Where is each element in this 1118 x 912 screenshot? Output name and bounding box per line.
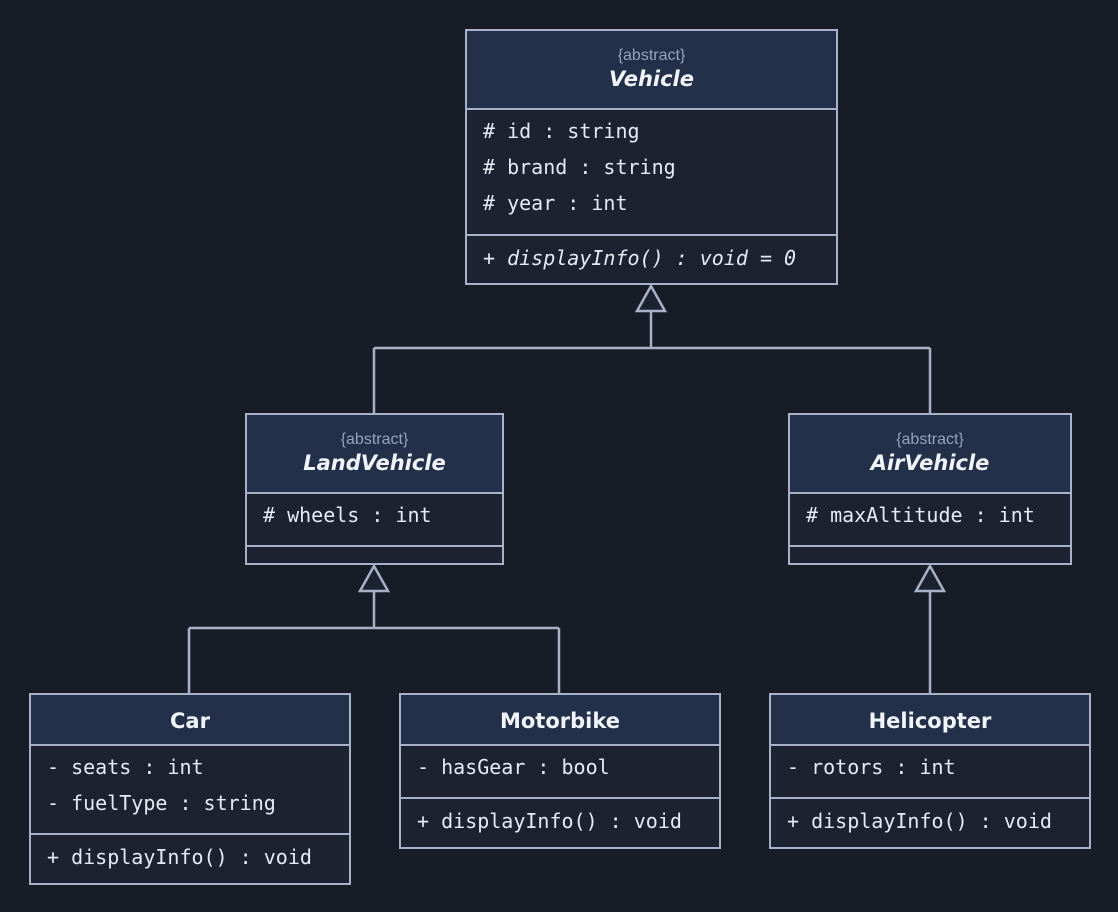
operation-compartment: + displayInfo() : void	[31, 835, 349, 875]
class-airvehicle[interactable]: {abstract} AirVehicle # maxAltitude : in…	[788, 413, 1072, 565]
class-header: Helicopter	[771, 695, 1089, 746]
operation-item: + displayInfo() : void	[787, 809, 1052, 833]
attribute-item: # year : int	[483, 191, 628, 215]
class-name: Motorbike	[499, 709, 621, 733]
attribute-item: # brand : string	[483, 155, 676, 179]
class-header: {abstract} LandVehicle	[247, 415, 502, 494]
class-vehicle[interactable]: {abstract} Vehicle # id : string # brand…	[465, 29, 838, 285]
class-car[interactable]: Car - seats : int - fuelType : string + …	[29, 693, 351, 885]
class-header: Car	[31, 695, 349, 746]
operation-compartment: + displayInfo() : void	[401, 799, 719, 839]
attribute-compartment: # wheels : int	[247, 494, 502, 547]
operation-item: + displayInfo() : void	[47, 845, 312, 869]
attribute-item: - rotors : int	[787, 755, 956, 779]
operation-compartment: + displayInfo() : void = 0	[467, 236, 836, 276]
attribute-compartment: - seats : int - fuelType : string	[31, 746, 349, 835]
class-motorbike[interactable]: Motorbike - hasGear : bool + displayInfo…	[399, 693, 721, 849]
class-name: LandVehicle	[303, 451, 446, 475]
attribute-compartment: - hasGear : bool	[401, 746, 719, 799]
generalization-arrowhead	[913, 563, 947, 593]
stereotype-label: {abstract}	[617, 47, 686, 64]
attribute-item: # maxAltitude : int	[806, 503, 1035, 527]
inheritance-to-airvehicle	[913, 563, 947, 693]
operation-compartment: + displayInfo() : void	[771, 799, 1089, 839]
class-name: Helicopter	[868, 709, 992, 733]
attribute-compartment: - rotors : int	[771, 746, 1089, 799]
attribute-item: - hasGear : bool	[417, 755, 610, 779]
attribute-item: # wheels : int	[263, 503, 432, 527]
attribute-compartment: # maxAltitude : int	[790, 494, 1070, 547]
generalization-arrowhead	[357, 563, 391, 593]
class-header: Motorbike	[401, 695, 719, 746]
class-name: Car	[170, 709, 210, 733]
attribute-item: - fuelType : string	[47, 791, 276, 815]
class-header: {abstract} Vehicle	[467, 31, 836, 110]
inheritance-to-vehicle	[372, 283, 932, 413]
class-header: {abstract} AirVehicle	[790, 415, 1070, 494]
operation-item: + displayInfo() : void	[417, 809, 682, 833]
inheritance-to-landvehicle	[187, 563, 561, 693]
stereotype-label: {abstract}	[340, 431, 409, 448]
attribute-item: - seats : int	[47, 755, 204, 779]
generalization-arrowhead	[634, 283, 668, 313]
class-name: AirVehicle	[870, 451, 990, 475]
class-name: Vehicle	[608, 67, 694, 91]
class-landvehicle[interactable]: {abstract} LandVehicle # wheels : int	[245, 413, 504, 565]
attribute-item: # id : string	[483, 119, 640, 143]
attribute-compartment: # id : string # brand : string # year : …	[467, 110, 836, 236]
operation-item: + displayInfo() : void = 0	[483, 246, 797, 270]
class-helicopter[interactable]: Helicopter - rotors : int + displayInfo(…	[769, 693, 1091, 849]
stereotype-label: {abstract}	[896, 431, 964, 448]
